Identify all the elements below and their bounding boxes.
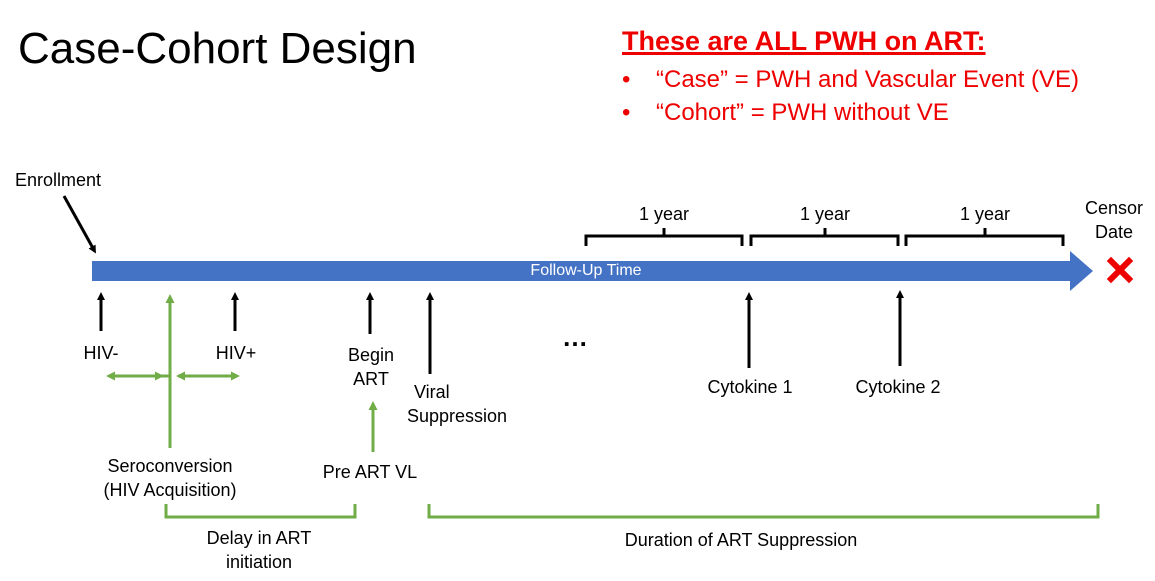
ellipsis: … — [562, 322, 588, 352]
duration-brackets — [164, 504, 1100, 519]
enrollment-label: Enrollment — [15, 170, 102, 190]
year-label-3: 1 year — [959, 204, 1011, 224]
duration-bracket — [427, 504, 1100, 519]
hiv-negative-label: HIV- — [83, 343, 119, 363]
slide-title: Case-Cohort Design — [18, 24, 417, 73]
bullet-case-text: “Case” = PWH and Vascular Event (VE) — [656, 66, 1080, 93]
year-bracket-3 — [904, 234, 1065, 246]
bullet-icon: • — [622, 66, 631, 93]
population-heading: These are ALL PWH on ART: — [622, 26, 986, 56]
axis-arrowhead — [1070, 251, 1093, 291]
red-x-icon — [1106, 256, 1134, 284]
seroconversion-label: Seroconversion(HIV Acquisition) — [103, 456, 237, 500]
axis-label: Follow-Up Time — [530, 262, 642, 279]
seroconversion-arrows — [106, 294, 378, 452]
cytokine-2-label: Cytokine 2 — [855, 377, 941, 397]
year-bracket-2 — [749, 234, 900, 246]
bullet-icon: • — [622, 99, 631, 126]
duration-art-suppression-label: Duration of ART Suppression — [624, 530, 858, 550]
event-arrows — [97, 290, 904, 374]
enrollment-arrow — [62, 195, 96, 254]
year-label-2: 1 year — [799, 204, 851, 224]
pre-art-vl-label: Pre ART VL — [322, 462, 418, 482]
year-label-1: 1 year — [638, 204, 690, 224]
bullet-cohort: • “Cohort” = PWH without VE — [622, 99, 949, 127]
cytokine-1-label: Cytokine 1 — [707, 377, 793, 397]
bullet-cohort-text: “Cohort” = PWH without VE — [656, 99, 949, 126]
axis-bar — [92, 261, 1072, 281]
bullet-case: • “Case” = PWH and Vascular Event (VE) — [622, 66, 1079, 94]
hiv-positive-label: HIV+ — [215, 343, 257, 363]
year-brackets — [584, 228, 1065, 246]
year-bracket-1 — [584, 234, 744, 246]
delay-bracket — [164, 504, 357, 519]
follow-up-axis — [92, 251, 1093, 291]
